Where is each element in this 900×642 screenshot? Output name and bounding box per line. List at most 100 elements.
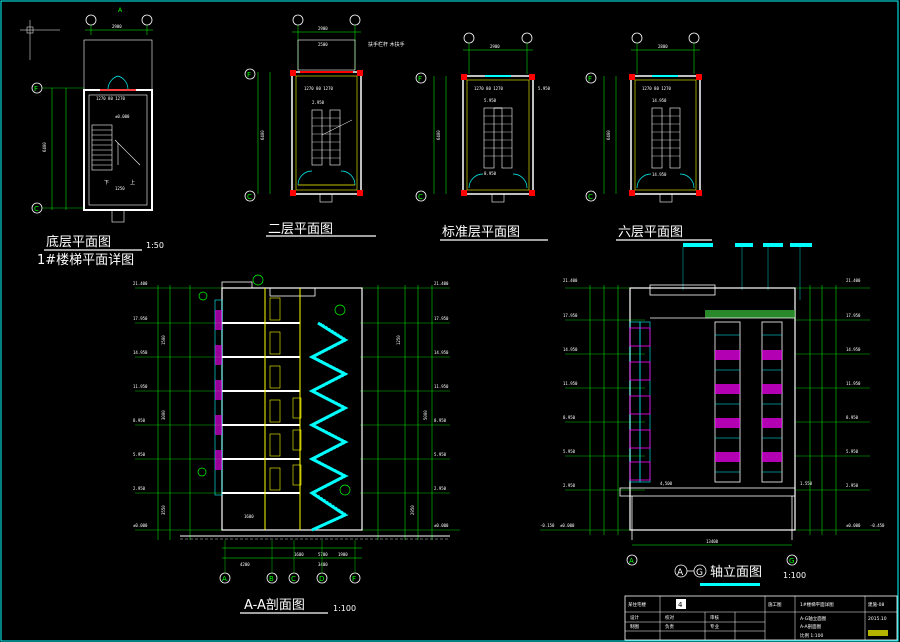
tb-sheet-title-1: A-G轴立面图	[800, 615, 827, 622]
plan4-stair	[651, 107, 681, 169]
elev-rlevel-1: 2.950	[846, 483, 859, 488]
plan1-up-label: 上	[130, 179, 135, 186]
plan1-level: ±0.000	[115, 114, 130, 119]
tb-drawing-no: 建施-08	[868, 601, 884, 608]
tb-stage: 施工图	[768, 601, 782, 608]
plan1-down-label: 下	[104, 180, 109, 186]
section-rlevel-5: 14.950	[434, 350, 449, 355]
section-right-dim-c: 1250	[396, 335, 401, 345]
section-level-0: ±0.000	[133, 523, 148, 528]
tb-drafter: 制图	[630, 623, 639, 630]
section-axis-f: F	[352, 575, 356, 583]
section-level-5: 14.950	[133, 350, 148, 355]
elevation-levels: 21.400 17.950 14.950 11.950 8.950 5.950 …	[540, 278, 885, 531]
section-levels-left: 21.400 17.950 14.950 11.950 8.950 5.950 …	[133, 281, 226, 531]
section-bottom-dim-e: 3400	[318, 562, 328, 567]
section-left-dim-c: 3550	[161, 505, 166, 515]
elev-axis-a: A	[629, 557, 634, 565]
plan1-width-dim: 2900	[112, 24, 122, 29]
section-right-dim-a: 2950	[410, 505, 415, 515]
grid-bubble-top-left	[85, 14, 97, 26]
section-aa-scale: 1:100	[333, 604, 356, 613]
standard-floor-plan: 2900 1270 80 1270 5.950 8.950 5.950 6400	[415, 32, 551, 241]
section-left-dim-b: 1500	[161, 335, 166, 345]
elev-level-3: 8.950	[563, 415, 576, 420]
plan1-stair	[91, 124, 141, 171]
plan2-stair	[311, 109, 353, 166]
elev-rlevel-2: 5.950	[846, 449, 859, 454]
elevation-title: 轴立面图	[710, 565, 762, 580]
section-level-6: 17.950	[133, 316, 148, 321]
section-level-top: 21.400	[133, 281, 148, 286]
elev-rlevel-top: 21.400	[846, 278, 861, 283]
second-floor-plan: 2900 2500 扶手栏杆 木扶手 1270 80 1270 2.950	[244, 14, 405, 237]
ground-floor-plan: 2900 A 1270 80 1270 ±0.000	[20, 7, 164, 268]
elev-axis-g: G	[789, 557, 794, 565]
tb-sheet-title-2: A-A剖面图	[800, 623, 822, 630]
elev-rlevel-6: 17.950	[846, 313, 861, 318]
section-axis-d: D	[319, 575, 324, 583]
plan3-walls	[462, 75, 534, 195]
plan4-axis-f: F	[588, 75, 592, 83]
section-axis-a: A	[222, 575, 227, 583]
plan4-split-dim: 1270 80 1270	[642, 86, 671, 91]
tb-sheet-title-3: 1#楼梯平面详图	[800, 601, 834, 608]
title-block-logo: 4	[678, 601, 683, 609]
section-rlevel-1: 2.950	[434, 486, 447, 491]
section-landing-dim: 1600	[244, 514, 254, 519]
section-left-dim-a: 3000	[161, 410, 166, 420]
elevation-left-windows	[629, 321, 651, 483]
section-bottom-dim-b: 1600	[294, 552, 304, 557]
section-level-2: 5.950	[133, 452, 146, 457]
elevation-a-g: 21.400 17.950 14.950 11.950 8.950 5.950 …	[540, 243, 885, 586]
plan2-split-dim: 1270 80 1270	[304, 86, 333, 91]
ground-floor-scale: 1:50	[146, 241, 164, 250]
sixth-floor-plan-title: 六层平面图	[618, 225, 683, 240]
plan3-split-dim: 1270 80 1270	[474, 86, 503, 91]
tb-checker: 校对	[665, 614, 674, 621]
plan3-stair	[483, 107, 513, 169]
section-floor-slabs	[222, 322, 300, 494]
second-floor-plan-title: 二层平面图	[268, 222, 333, 237]
section-level-1: 2.950	[133, 486, 146, 491]
plan3-axis-f: F	[418, 75, 422, 83]
tb-director: 负责	[665, 623, 674, 630]
plan4-level-b: 14.950	[652, 172, 667, 177]
elev-level-4: 11.950	[563, 381, 578, 386]
ground-floor-plan-title: 底层平面图	[46, 234, 111, 250]
tb-scale: 比例 1:100	[800, 632, 824, 639]
section-aa: 21.400 17.950 14.950 11.950 8.950 5.950 …	[133, 274, 460, 614]
section-rlevel-6: 17.950	[434, 316, 449, 321]
plan2-level: 2.950	[312, 100, 325, 105]
plan4-height-dim: 6400	[606, 130, 611, 140]
elev-left-ground: -0.150	[540, 523, 555, 528]
plan3-level: 5.950	[484, 98, 497, 103]
elev-level-2: 5.950	[563, 449, 576, 454]
elevation-building-outline	[629, 287, 796, 531]
plan4-level: 14.950	[652, 98, 667, 103]
section-aa-title: A-A剖面图	[244, 598, 305, 613]
elev-rlevel-5: 14.950	[846, 347, 861, 352]
section-stair	[308, 321, 349, 532]
plan3-level-b: 8.950	[484, 171, 497, 176]
section-axis-c: C	[291, 575, 296, 583]
section-level-4: 11.950	[133, 384, 148, 389]
plan2-annotation: 2500	[318, 42, 328, 47]
standard-floor-plan-title: 标准层平面图	[442, 225, 520, 240]
plan3-note-right: 5.950	[538, 86, 551, 91]
elev-level-0: ±0.000	[560, 523, 575, 528]
elev-bottom-dim: 13400	[706, 539, 719, 544]
section-rlevel-0: ±0.000	[434, 523, 449, 528]
elevation-main-windows	[714, 321, 783, 483]
tb-approver: 审核	[710, 614, 719, 621]
section-mark-top: A	[118, 7, 123, 14]
section-level-3: 8.950	[133, 418, 146, 423]
elev-level-top: 21.400	[563, 278, 578, 283]
plan4-axis-c: C	[588, 193, 593, 201]
plan4-width-dim: 2800	[658, 44, 668, 49]
section-rlevel-2: 5.950	[434, 452, 447, 457]
plan2-rail-note: 扶手栏杆 木扶手	[368, 41, 405, 48]
plan1-axis-c: C	[34, 205, 39, 213]
tb-date: 2015.10	[868, 616, 887, 622]
section-rlevel-3: 8.950	[434, 418, 447, 423]
